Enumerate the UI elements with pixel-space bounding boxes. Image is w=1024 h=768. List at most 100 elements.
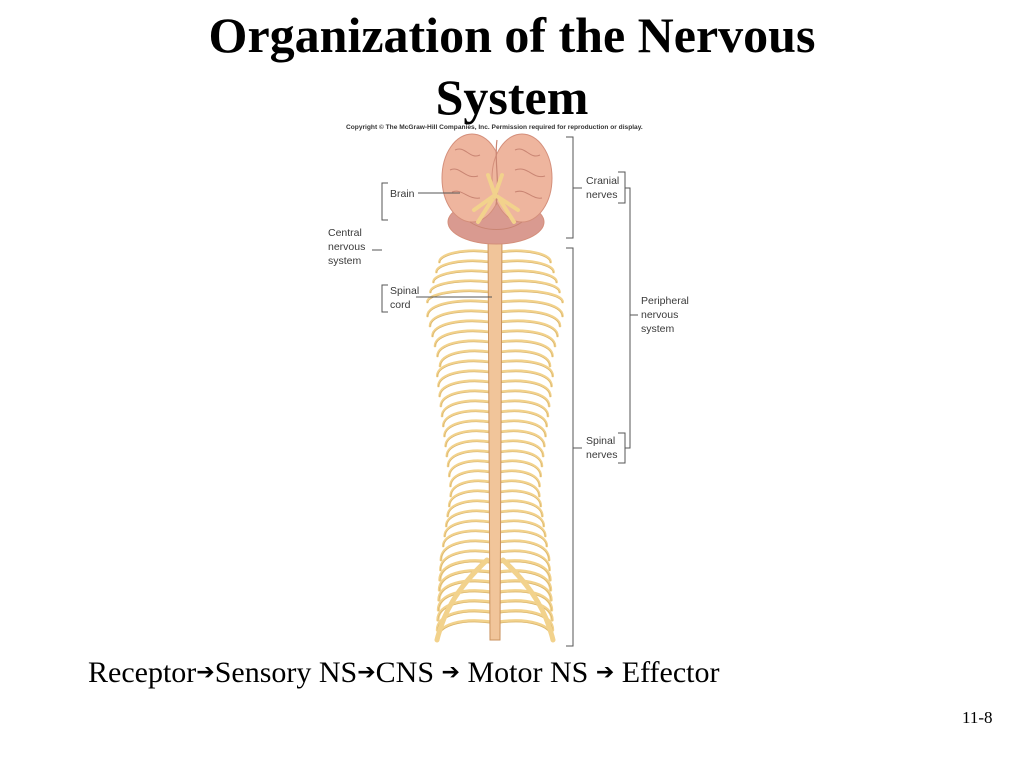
spinal-nerve-right-26 (497, 509, 546, 528)
spinal-nerve-edge (498, 431, 545, 448)
spinal-nerve-right-2 (497, 269, 558, 284)
spinal-nerve-edge (450, 481, 492, 498)
spinal-nerves-group (426, 249, 564, 643)
spinal-nerve-left-8 (433, 329, 493, 348)
spinal-nerve-left-19 (445, 439, 493, 458)
copyright-notice: Copyright © The McGraw-Hill Companies, I… (346, 124, 643, 131)
spinal-nerve-left-6 (428, 309, 493, 328)
spinal-nerve-right-27 (497, 519, 547, 538)
spinal-nerve-right-23 (497, 479, 541, 498)
spinal-nerve-edge (440, 391, 492, 408)
cns-label-line2: nervous (328, 241, 365, 253)
spinal-nerve-left-18 (444, 429, 493, 448)
brain-label: Brain (390, 188, 415, 200)
spinal-nerve-left-7 (431, 319, 493, 338)
spinal-nerve-edge (438, 371, 492, 388)
spinal-nerve-edge (498, 451, 543, 468)
spinal-nerve-edge (498, 441, 544, 458)
spinal-nerve-edge (430, 281, 492, 294)
spinal-nerve-edge (498, 321, 558, 338)
spinal-nerve-edge (441, 401, 492, 418)
spinal-nerve-right-22 (497, 469, 541, 488)
spinal-nerve-edge (498, 391, 550, 408)
flow-sensory-ns: Sensory NS (214, 656, 358, 689)
spinal-nerve-edge (498, 621, 554, 642)
spinal-nerve-right-8 (497, 329, 557, 348)
spinal-nerve-edge (429, 311, 492, 328)
spinal-nerve-edge (498, 481, 540, 498)
spinal-nerve-left-12 (437, 369, 493, 388)
spinal-nerve-edge (438, 581, 492, 602)
spinal-nerve-right-24 (497, 489, 543, 508)
spinal-nerve-edge (442, 531, 492, 548)
spinal-nerve-left-25 (446, 499, 493, 518)
spinal-nerve-edge (442, 411, 492, 428)
spinal-nerve-edge (498, 301, 563, 318)
spinal-nerve-edge (498, 511, 545, 528)
spinal-nerve-edge (448, 461, 492, 478)
signal-flow-sequence: Receptor➔Sensory NS➔CNS ➔ Motor NS ➔ Eff… (88, 656, 720, 690)
cns-label-line1: Central (328, 227, 362, 239)
spinal-nerve-edge (440, 551, 492, 572)
spinal-nerve-edge (498, 281, 560, 294)
spinal-nerve-right-28 (497, 529, 549, 548)
spinal-nerve-left-26 (444, 509, 493, 528)
spinal-cord-label-line1: Spinal (390, 285, 419, 297)
pns-label-line3: system (641, 323, 675, 335)
spinal-nerve-right-15 (497, 399, 550, 418)
spinal-nerve-edge (498, 371, 552, 388)
arrow-right-icon: ➔ (595, 660, 615, 685)
spinal-nerve-right-18 (497, 429, 546, 448)
spinal-nerve-edge (498, 491, 542, 508)
spinal-nerve-right-13 (497, 379, 552, 398)
spinal-nerve-edge (498, 581, 552, 602)
slide-title-line2: System (435, 69, 589, 125)
spinal-nerve-right-9 (497, 339, 554, 358)
spinal-nerve-edge (434, 331, 492, 348)
spinal-nerve-right-14 (497, 389, 551, 408)
spinal-nerve-right-21 (497, 459, 543, 478)
spinal-nerve-left-13 (438, 379, 493, 398)
spinal-nerve-edge (498, 471, 540, 488)
spinal-nerve-left-28 (441, 529, 493, 548)
spinal-nerve-edge (498, 501, 543, 518)
spinal-nerve-edge (450, 471, 492, 488)
spinal-nerve-edge (498, 461, 542, 478)
spinal-nerve-edge (498, 271, 557, 284)
spinal-nerve-edge (498, 291, 563, 304)
spinal-nerve-edge (444, 521, 492, 538)
spinal-nerve-edge (498, 571, 551, 592)
flow-receptor: Receptor (88, 656, 197, 689)
spinal-nerve-left-17 (443, 419, 493, 438)
spinal-nerve-edge (436, 621, 492, 642)
spinal-nerve-edge (498, 401, 549, 418)
spinal-nerve-edge (498, 411, 548, 428)
spinal-nerve-edge (447, 451, 492, 468)
spinal-nerve-edge (498, 331, 556, 348)
spinal-nerve-edge (498, 421, 546, 438)
spinal-nerve-left-20 (446, 449, 493, 468)
spinal-nerve-right-11 (497, 359, 555, 378)
spinal-nerve-edge (437, 601, 492, 622)
spinal-nerve-edge (444, 421, 492, 438)
spinal-nerve-right-19 (497, 439, 545, 458)
spinal-nerve-edge (439, 351, 492, 368)
spinal-nerve-left-5 (426, 299, 493, 318)
spinal-nerve-edge (498, 541, 550, 562)
spinal-nerve-edge (427, 291, 492, 304)
sciatic-nerve-right (500, 557, 556, 643)
spinal-nerve-right-7 (497, 319, 559, 338)
slide-title: Organization of the Nervous System (0, 4, 1024, 128)
cranial-nerves-label-line1: Cranial (586, 175, 619, 187)
spinal-nerve-left-15 (440, 399, 493, 418)
spinal-nerve-right-20 (497, 449, 544, 468)
page-number: 11-8 (962, 708, 993, 727)
spinal-nerve-edge (498, 531, 548, 548)
pns-label-line2: nervous (641, 309, 678, 321)
spinal-nerve-edge (437, 341, 492, 358)
spinal-nerve-left-27 (443, 519, 493, 538)
spinal-nerve-edge (446, 441, 492, 458)
spinal-nerve-edge (445, 431, 492, 448)
spinal-nerve-edge (447, 501, 492, 518)
